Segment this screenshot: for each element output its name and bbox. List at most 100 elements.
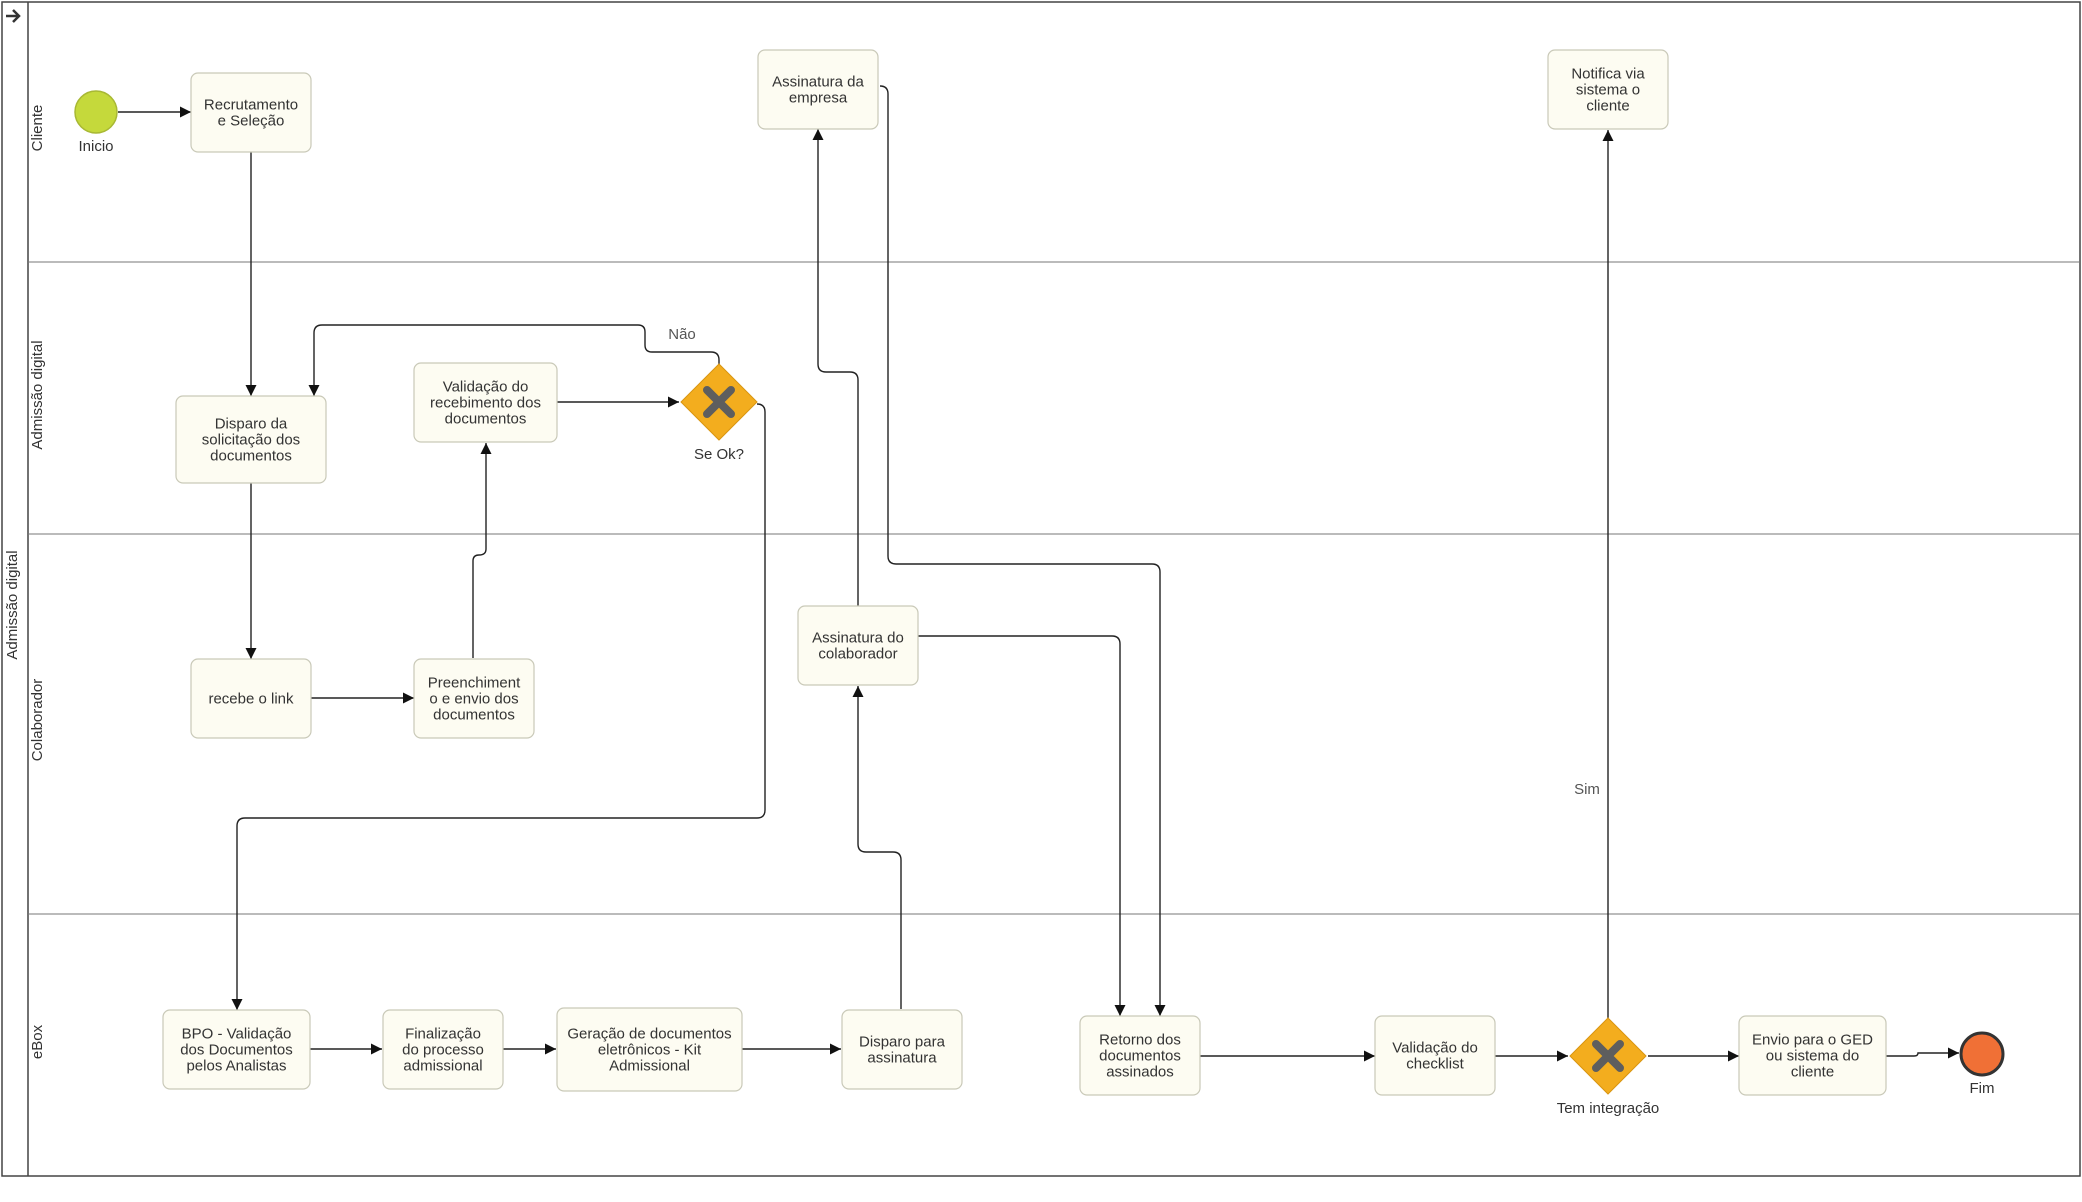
task-box[interactable] xyxy=(190,72,312,153)
flow-empresa-retorno[interactable] xyxy=(879,85,1166,1016)
flow-nao-loop[interactable] xyxy=(308,324,720,396)
x-mark-icon xyxy=(703,386,735,418)
task-label-line: do processo xyxy=(402,1042,484,1059)
task-label-line: documentos xyxy=(210,448,292,465)
pool: Admissão digital xyxy=(1,1,2081,1177)
task-label-line: e Seleção xyxy=(218,113,285,130)
task-box[interactable] xyxy=(797,605,919,686)
task-label-line: Recrutamento xyxy=(204,97,298,114)
task-label-line: recebimento dos xyxy=(430,395,541,412)
task-label-line: Preenchiment xyxy=(428,675,521,692)
flow-envio-fim[interactable] xyxy=(1886,1047,1959,1059)
gateway-se-ok-label: Se Ok? xyxy=(694,446,744,463)
task-box[interactable] xyxy=(162,1009,311,1090)
task-label-line: admissional xyxy=(403,1058,482,1075)
task-box[interactable] xyxy=(190,658,312,739)
flow-label-nao: Não xyxy=(668,326,696,343)
task-box[interactable] xyxy=(1079,1015,1201,1096)
start-event-label: Inicio xyxy=(78,138,113,155)
flow-ok-bpo[interactable] xyxy=(231,403,766,1010)
task-box[interactable] xyxy=(175,395,327,484)
flow-colaborador-empresa[interactable] xyxy=(812,129,859,606)
task-label-line: Disparo da xyxy=(215,416,288,433)
end-event-label: Fim xyxy=(1970,1080,1995,1097)
task-box[interactable] xyxy=(1374,1015,1496,1096)
task-label-line: documentos xyxy=(433,707,515,724)
flow-label-sim: Sim xyxy=(1574,781,1600,798)
task-label-line: recebe o link xyxy=(208,691,294,708)
flow-disparo-assinatura-colaborador[interactable] xyxy=(852,686,902,1009)
lane-label-ebox: eBox xyxy=(29,1024,46,1059)
flow-colaborador-retorno[interactable] xyxy=(918,635,1126,1016)
task-box[interactable] xyxy=(382,1009,504,1090)
gateway-tem-integracao-label: Tem integração xyxy=(1557,1100,1660,1117)
task-label-line: Finalização xyxy=(405,1026,481,1043)
expand-arrow-icon[interactable] xyxy=(6,9,21,23)
gateway-tem-integracao[interactable] xyxy=(1569,1017,1647,1095)
start-event[interactable] xyxy=(74,90,118,134)
task-box[interactable] xyxy=(556,1007,743,1092)
pool-border xyxy=(1,1,2081,1177)
gateway-se-ok[interactable] xyxy=(680,363,758,441)
task-label-line: Notifica via xyxy=(1571,66,1645,83)
task-label-line: Disparo para xyxy=(859,1034,946,1051)
task-box[interactable] xyxy=(1738,1015,1887,1096)
task-box[interactable] xyxy=(413,658,535,739)
end-event[interactable] xyxy=(1959,1031,2005,1077)
end-event-circle[interactable] xyxy=(1959,1031,2005,1077)
task-label-line: pelos Analistas xyxy=(186,1058,286,1075)
task-label-line: ou sistema do xyxy=(1766,1048,1859,1065)
task-label-line: checklist xyxy=(1406,1056,1464,1073)
task-label-line: dos Documentos xyxy=(180,1042,293,1059)
task-label-line: Validação do xyxy=(443,379,529,396)
task-label-line: empresa xyxy=(789,90,848,107)
task-box[interactable] xyxy=(1547,49,1669,130)
task-label-line: sistema o xyxy=(1576,82,1640,99)
start-event-circle[interactable] xyxy=(74,90,118,134)
task-label-line: documentos xyxy=(445,411,527,428)
task-label-line: Assinatura da xyxy=(772,74,864,91)
task-label-line: Validação do xyxy=(1392,1040,1478,1057)
task-label-line: documentos xyxy=(1099,1048,1181,1065)
sequence-flows xyxy=(118,85,1959,1062)
flow-preenchimento-validacao[interactable] xyxy=(472,443,492,658)
lane-label-cliente: Cliente xyxy=(29,105,46,152)
task-label-line: eletrônicos - Kit xyxy=(598,1042,702,1059)
task-label-line: cliente xyxy=(1586,98,1629,115)
task-label-line: colaborador xyxy=(818,646,897,663)
task-label-line: o e envio dos xyxy=(429,691,518,708)
task-box[interactable] xyxy=(757,49,879,130)
task-label-line: assinados xyxy=(1106,1064,1174,1081)
task-box[interactable] xyxy=(413,362,558,443)
x-mark-icon xyxy=(1592,1040,1624,1072)
pool-label: Admissão digital xyxy=(4,550,21,659)
lane-label-colaborador: Colaborador xyxy=(29,679,46,762)
task-label-line: Assinatura do xyxy=(812,630,904,647)
task-label-line: cliente xyxy=(1791,1064,1834,1081)
task-box[interactable] xyxy=(841,1009,963,1090)
lane-dividers xyxy=(28,261,2080,915)
task-recebe-link[interactable]: recebe o link xyxy=(190,658,312,739)
task-label-line: Envio para o GED xyxy=(1752,1032,1873,1049)
task-label-line: Retorno dos xyxy=(1099,1032,1181,1049)
task-label-line: solicitação dos xyxy=(202,432,300,449)
lane-label-admissao: Admissão digital xyxy=(29,340,46,449)
task-label-line: Admissional xyxy=(609,1058,690,1075)
task-label-line: Geração de documentos xyxy=(567,1026,731,1043)
